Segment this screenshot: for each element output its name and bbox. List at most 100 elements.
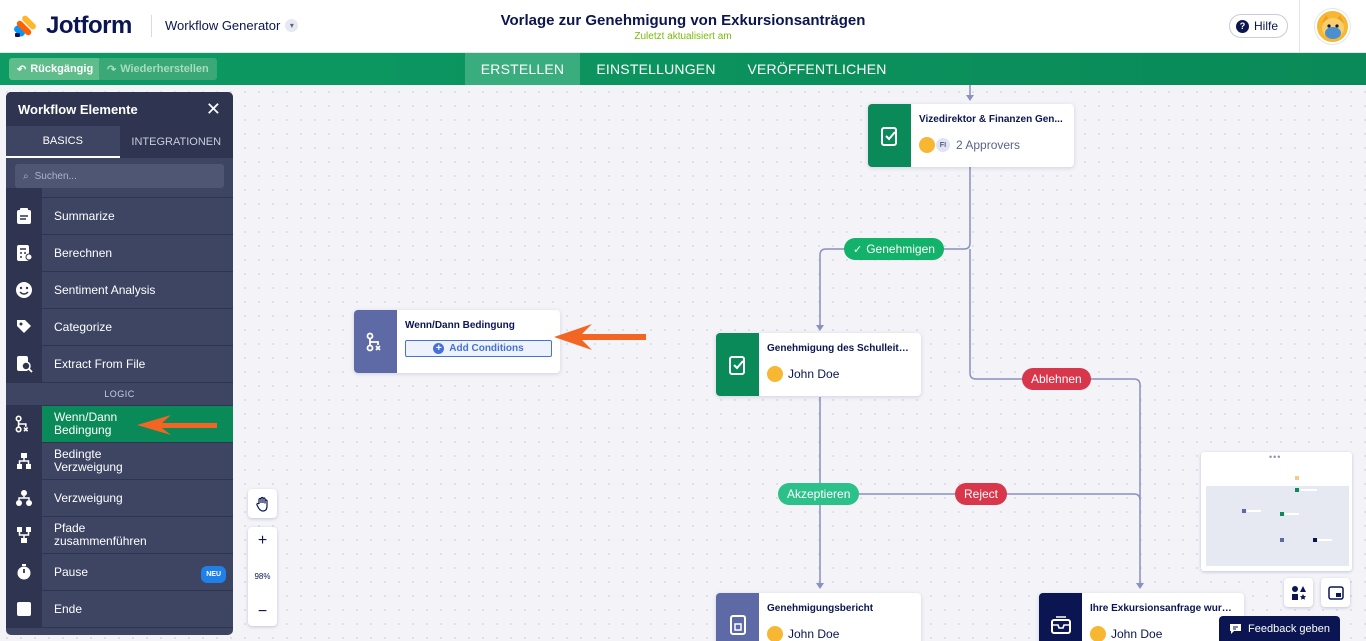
feedback-button[interactable]: Feedback geben bbox=[1219, 616, 1340, 641]
zoom-out-button[interactable]: − bbox=[257, 603, 268, 620]
feedback-label: Feedback geben bbox=[1248, 622, 1330, 635]
reject-path-label-top[interactable]: Ablehnen bbox=[1022, 368, 1091, 390]
merge-paths-icon bbox=[6, 517, 42, 553]
jotform-logo[interactable]: Jotform bbox=[14, 12, 132, 40]
reject-path-label[interactable]: Reject bbox=[955, 483, 1008, 505]
branch-icon bbox=[6, 480, 42, 516]
node-request-email[interactable]: Ihre Exkursionsanfrage wurd... John Doe bbox=[1039, 593, 1244, 641]
pan-tool-button[interactable] bbox=[248, 489, 277, 518]
minimap-node bbox=[1301, 489, 1317, 491]
top-header: Jotform Workflow Generator ▾ Vorlage zur… bbox=[0, 0, 1366, 53]
node-title: Wenn/Dann Bedingung bbox=[405, 320, 515, 331]
node-vice-director-approval[interactable]: Vizedirektor & Finanzen Gen... FI 2 Appr… bbox=[868, 104, 1074, 167]
shapes-icon bbox=[1291, 585, 1306, 600]
element-sentiment[interactable]: Sentiment Analysis bbox=[6, 272, 233, 309]
element-merge-paths[interactable]: Pfade zusammenführen bbox=[6, 517, 233, 554]
element-extract-file[interactable]: Extract From File bbox=[6, 346, 233, 383]
redo-label: Wiederherstellen bbox=[120, 63, 209, 75]
minimap-node bbox=[1295, 476, 1299, 480]
minimap[interactable] bbox=[1201, 452, 1352, 571]
chat-icon bbox=[1230, 623, 1242, 634]
add-conditions-label: Add Conditions bbox=[449, 343, 524, 354]
question-icon: ? bbox=[1236, 19, 1249, 33]
approval-icon bbox=[716, 333, 759, 396]
element-if-then-condition[interactable]: Wenn/Dann Bedingung bbox=[6, 406, 233, 443]
zoom-controls: + 98% − bbox=[248, 527, 277, 626]
approval-icon bbox=[868, 104, 911, 167]
element-label: Ende bbox=[54, 601, 83, 616]
workflow-generator-dropdown[interactable]: Workflow Generator ▾ bbox=[165, 18, 299, 33]
element-label-text: Bedingte Verzweigung bbox=[54, 447, 123, 474]
approve-path-label[interactable]: ✓ Genehmigen bbox=[844, 238, 944, 260]
tab-basics[interactable]: BASICS bbox=[6, 126, 120, 158]
help-label: Hilfe bbox=[1254, 19, 1279, 33]
minimap-node bbox=[1318, 539, 1332, 541]
last-updated-text: Zuletzt aktualisiert am bbox=[634, 31, 732, 42]
panel-tabs: BASICS INTEGRATIONEN bbox=[6, 126, 233, 158]
header-divider bbox=[151, 15, 152, 37]
node-if-then-condition[interactable]: Wenn/Dann Bedingung + Add Conditions bbox=[354, 310, 560, 373]
element-categorize[interactable]: Categorize bbox=[6, 309, 233, 346]
redo-icon: ↷ bbox=[107, 63, 117, 76]
tab-build[interactable]: ERSTELLEN bbox=[465, 53, 580, 85]
element-summarize[interactable]: Summarize bbox=[6, 198, 233, 235]
assignee-label: John Doe bbox=[788, 627, 840, 641]
list-item-cut bbox=[6, 188, 233, 198]
element-label-text: Pause bbox=[54, 564, 89, 579]
minimap-viewport[interactable] bbox=[1206, 486, 1349, 566]
pointer-arrow-icon bbox=[554, 324, 646, 350]
avatar bbox=[1090, 626, 1106, 641]
help-button[interactable]: ? Hilfe bbox=[1229, 14, 1289, 38]
minimap-drag-handle[interactable]: ••• bbox=[1269, 452, 1282, 462]
minimap-node bbox=[1247, 510, 1261, 512]
section-logic-header: LOGIC bbox=[6, 383, 233, 406]
element-label: Wenn/Dann Bedingung bbox=[42, 406, 233, 442]
node-approval-report[interactable]: Genehmigungsbericht John Doe bbox=[716, 593, 921, 641]
elements-list: Summarize Berechnen Sentiment Analysis C… bbox=[6, 188, 233, 628]
accept-path-label[interactable]: Akzeptieren bbox=[778, 483, 860, 505]
approve-label: Genehmigen bbox=[866, 242, 935, 256]
categorize-icon bbox=[6, 309, 42, 345]
avatar-divider bbox=[1299, 0, 1300, 53]
search-input[interactable]: ⌕ Suchen... bbox=[15, 164, 224, 188]
element-label: Sentiment Analysis bbox=[54, 282, 156, 297]
new-badge: NEU bbox=[201, 566, 226, 583]
elements-grid-button[interactable] bbox=[1284, 578, 1313, 607]
node-title: Ihre Exkursionsanfrage wurd... bbox=[1090, 603, 1236, 614]
undo-button[interactable]: ↶ Rückgängig bbox=[9, 58, 102, 80]
search-placeholder: Suchen... bbox=[34, 170, 77, 182]
minimap-toggle-button[interactable] bbox=[1321, 578, 1350, 607]
element-label-text: Pfade zusammenführen bbox=[54, 521, 147, 548]
minimap-node bbox=[1313, 538, 1317, 542]
redo-button[interactable]: ↷ Wiederherstellen bbox=[99, 58, 217, 80]
element-pause[interactable]: Pause NEU bbox=[6, 554, 233, 591]
tab-publish[interactable]: VERÖFFENTLICHEN bbox=[747, 61, 887, 77]
calculate-icon bbox=[6, 235, 42, 271]
element-branch[interactable]: Verzweigung bbox=[6, 480, 233, 517]
extract-file-icon bbox=[6, 346, 42, 382]
user-avatar[interactable] bbox=[1315, 9, 1350, 44]
node-principal-approval[interactable]: Genehmigung des Schulleiters John Doe bbox=[716, 333, 921, 396]
page-title[interactable]: Vorlage zur Genehmigung von Exkursionsan… bbox=[500, 12, 866, 29]
brand-name: Jotform bbox=[46, 12, 132, 39]
element-label: Pause NEU bbox=[42, 554, 233, 590]
element-label-text: Wenn/Dann Bedingung bbox=[54, 410, 118, 437]
tab-settings[interactable]: EINSTELLUNGEN bbox=[596, 61, 716, 77]
element-calculate[interactable]: Berechnen bbox=[6, 235, 233, 272]
zoom-level: 98% bbox=[254, 572, 271, 581]
element-label: Pfade zusammenführen bbox=[42, 517, 233, 553]
element-end[interactable]: Ende bbox=[6, 591, 233, 628]
tab-integrations[interactable]: INTEGRATIONEN bbox=[131, 136, 222, 148]
avatar bbox=[919, 137, 935, 153]
add-conditions-button[interactable]: + Add Conditions bbox=[405, 340, 552, 357]
element-label: Verzweigung bbox=[54, 490, 123, 505]
element-conditional-branch[interactable]: Bedingte Verzweigung bbox=[6, 443, 233, 480]
pointer-arrow-icon bbox=[137, 415, 217, 435]
workflow-elements-panel: Workflow Elemente ✕ BASICS INTEGRATIONEN… bbox=[6, 92, 233, 635]
node-title: Genehmigung des Schulleiters bbox=[767, 343, 913, 354]
summarize-icon bbox=[6, 198, 42, 234]
close-icon[interactable]: ✕ bbox=[205, 98, 221, 119]
zoom-in-button[interactable]: + bbox=[257, 532, 268, 549]
assignee-initials: FI bbox=[935, 137, 951, 153]
avatar bbox=[767, 366, 783, 382]
